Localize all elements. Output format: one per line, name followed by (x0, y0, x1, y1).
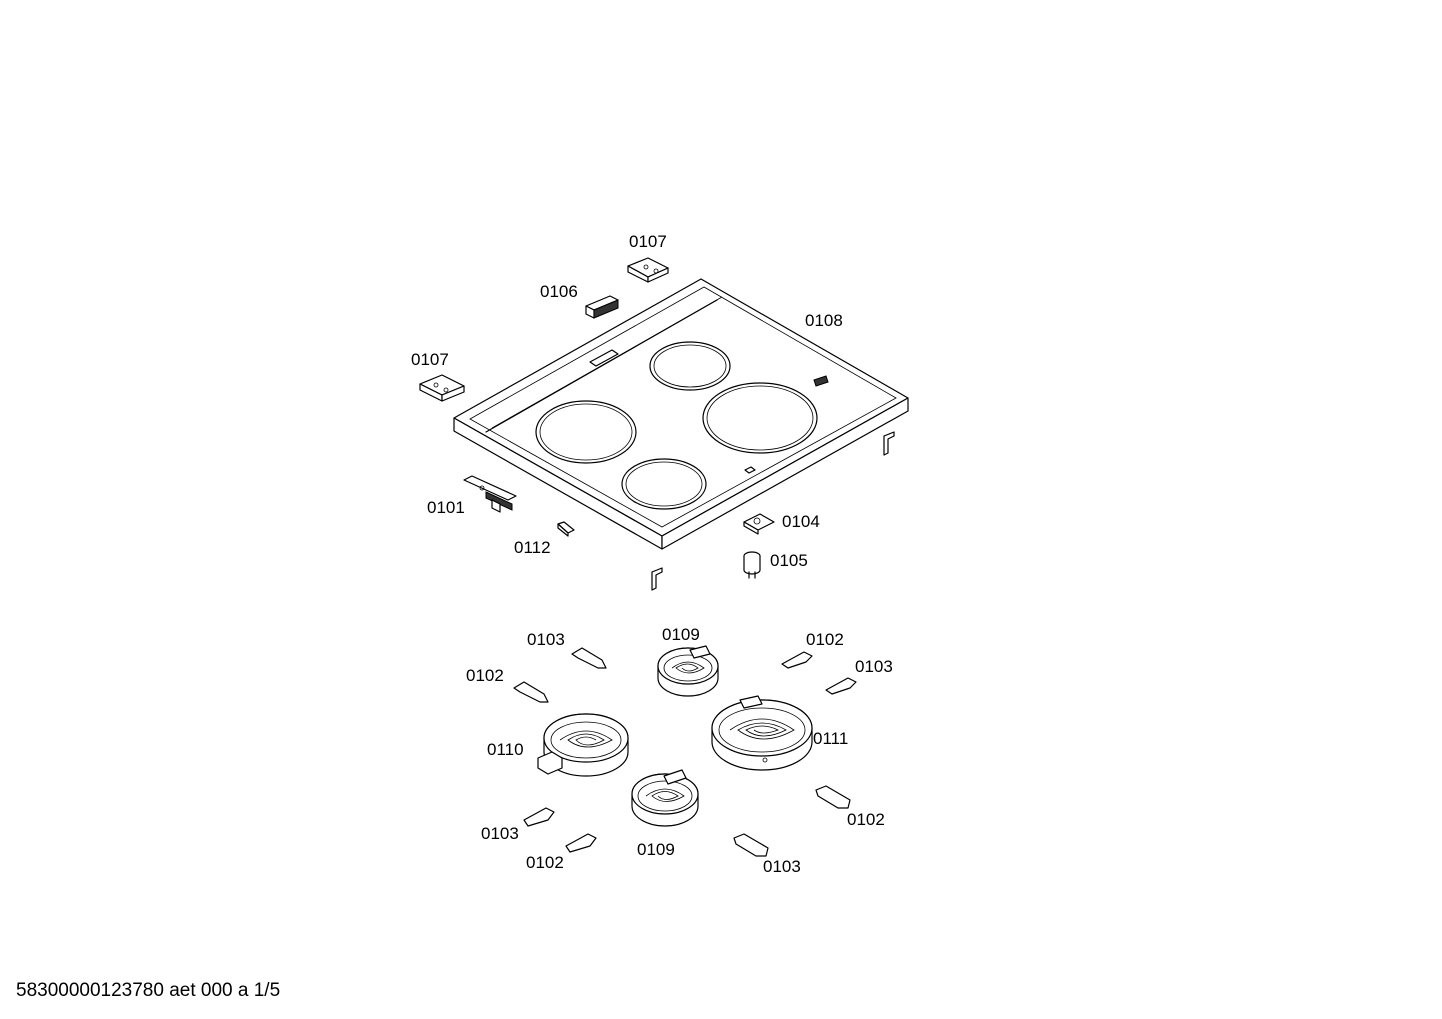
mount-plate-icon (743, 513, 775, 535)
heating-element-top (657, 645, 719, 697)
connector-strip-icon (463, 475, 517, 513)
mounting-bracket-top-icon (627, 257, 669, 283)
heating-element-right (711, 695, 813, 771)
label-0108: 0108 (805, 311, 843, 330)
bottom-bracket-icon (651, 567, 663, 591)
heating-element-bottom (631, 769, 699, 827)
small-clip-icon (557, 521, 575, 537)
heating-element-left (537, 713, 629, 777)
label-0103-upper-right: 0103 (855, 657, 893, 676)
label-0102-lower-right: 0102 (847, 810, 885, 829)
label-0102-upper-right: 0102 (806, 630, 844, 649)
indicator-lamp-icon (743, 551, 761, 579)
label-0107-left: 0107 (411, 350, 449, 369)
label-0109-bottom: 0109 (637, 840, 675, 859)
label-0103-lower-left: 0103 (481, 824, 519, 843)
cooktop-top-frame (453, 278, 909, 550)
label-0111: 0111 (813, 729, 848, 748)
label-0102-upper-left: 0102 (466, 666, 504, 685)
cooking-zone-rings (535, 341, 818, 510)
label-0112: 0112 (514, 538, 551, 557)
label-0105: 0105 (770, 551, 808, 570)
document-footer-id: 58300000123780 aet 000 a 1/5 (16, 980, 281, 1001)
label-0103-upper-left: 0103 (527, 630, 565, 649)
label-0106: 0106 (540, 282, 578, 301)
label-0107-top: 0107 (629, 232, 667, 251)
label-0110: 0110 (487, 740, 524, 759)
clip-icons (513, 647, 857, 857)
label-0101: 0101 (427, 498, 465, 517)
label-0103-lower-right: 0103 (763, 857, 801, 876)
side-bracket-icon (883, 431, 895, 456)
mounting-bracket-left-icon (419, 374, 465, 402)
label-0104: 0104 (782, 512, 820, 531)
label-0102-lower-left: 0102 (526, 853, 564, 872)
label-0109-top: 0109 (662, 625, 700, 644)
switch-block-icon (585, 295, 619, 319)
